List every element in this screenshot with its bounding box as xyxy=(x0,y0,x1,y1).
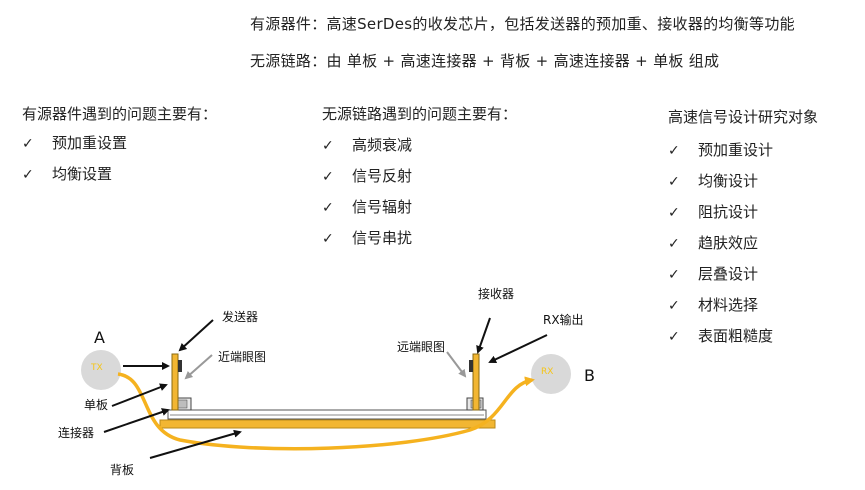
receiver-arrow xyxy=(476,317,491,354)
list-item: ✓信号辐射 xyxy=(322,192,517,223)
list-item: ✓表面粗糙度 xyxy=(668,321,818,352)
design-topics-list: ✓预加重设计 ✓均衡设计 ✓阻抗设计 ✓趋肤效应 ✓层叠设计 ✓材料选择 ✓表面… xyxy=(668,135,818,352)
receiver-label: 接收器 xyxy=(478,287,515,301)
list-item: ✓均衡设计 xyxy=(668,166,818,197)
active-issues-title: 有源器件遇到的问题主要有： xyxy=(22,105,218,123)
signal-trace xyxy=(117,372,535,451)
list-item: ✓均衡设置 xyxy=(22,159,217,190)
point-a-label: A xyxy=(94,328,105,347)
far-eye-label: 远端眼图 xyxy=(397,340,446,354)
list-item: ✓阻抗设计 xyxy=(668,197,818,228)
rx-chip-icon xyxy=(531,354,571,394)
board-label: 单板 xyxy=(84,398,109,412)
check-icon: ✓ xyxy=(668,267,680,283)
point-b-label: B xyxy=(584,366,595,385)
tx-label: TX xyxy=(91,363,103,373)
right-board xyxy=(469,353,480,411)
active-issues-list: ✓预加重设置 ✓均衡设置 xyxy=(22,128,217,190)
far-eye-arrow xyxy=(446,351,467,378)
near-eye-arrow xyxy=(184,354,213,380)
check-icon: ✓ xyxy=(322,138,334,154)
check-icon: ✓ xyxy=(322,169,334,185)
check-icon: ✓ xyxy=(22,136,34,152)
rx-output-label: RX输出 xyxy=(543,313,584,327)
passive-issues-list: ✓高频衰减 ✓信号反射 ✓信号辐射 ✓信号串扰 xyxy=(322,130,517,254)
backplane-label: 背板 xyxy=(110,463,135,477)
check-icon: ✓ xyxy=(322,231,334,247)
connector-label: 连接器 xyxy=(58,426,95,440)
rx-output-arrow xyxy=(488,334,548,364)
board-arrow xyxy=(111,383,168,407)
list-item: ✓高频衰减 xyxy=(322,130,517,161)
check-icon: ✓ xyxy=(668,143,680,159)
check-icon: ✓ xyxy=(322,200,334,216)
check-icon: ✓ xyxy=(668,174,680,190)
active-issues-column: 有源器件遇到的问题主要有： ✓预加重设置 ✓均衡设置 xyxy=(22,103,217,190)
design-topics-column: 高速信号设计研究对象 ✓预加重设计 ✓均衡设计 ✓阻抗设计 ✓趋肤效应 ✓层叠设… xyxy=(668,106,818,352)
list-item: ✓趋肤效应 xyxy=(668,228,818,259)
check-icon: ✓ xyxy=(668,205,680,221)
rx-label: RX xyxy=(541,367,554,377)
check-icon: ✓ xyxy=(668,329,680,345)
list-item: ✓层叠设计 xyxy=(668,259,818,290)
transmitter-arrow xyxy=(178,319,214,352)
design-topics-title: 高速信号设计研究对象 xyxy=(668,108,819,126)
backplane-arrow xyxy=(149,429,242,459)
passive-issues-title: 无源链路遇到的问题主要有： xyxy=(322,105,518,123)
tx-chip-icon xyxy=(81,350,121,390)
backplane xyxy=(159,409,496,429)
check-icon: ✓ xyxy=(22,167,34,183)
transmitter-label: 发送器 xyxy=(222,310,259,324)
check-icon: ✓ xyxy=(668,236,680,252)
list-item: ✓预加重设计 xyxy=(668,135,818,166)
list-item: ✓材料选择 xyxy=(668,290,818,321)
near-eye-label: 近端眼图 xyxy=(218,350,267,364)
list-item: ✓信号反射 xyxy=(322,161,517,192)
left-board xyxy=(171,353,182,411)
list-item: ✓信号串扰 xyxy=(322,223,517,254)
active-devices-description: 有源器件：高速SerDes的收发芯片，包括发送器的预加重、接收器的均衡等功能 xyxy=(250,15,795,33)
check-icon: ✓ xyxy=(668,298,680,314)
passive-link-description: 无源链路：由 单板 + 高速连接器 + 背板 + 高速连接器 + 单板 组成 xyxy=(250,52,720,70)
passive-issues-column: 无源链路遇到的问题主要有： ✓高频衰减 ✓信号反射 ✓信号辐射 ✓信号串扰 xyxy=(322,103,517,254)
connector-arrow xyxy=(103,408,170,433)
list-item: ✓预加重设置 xyxy=(22,128,217,159)
